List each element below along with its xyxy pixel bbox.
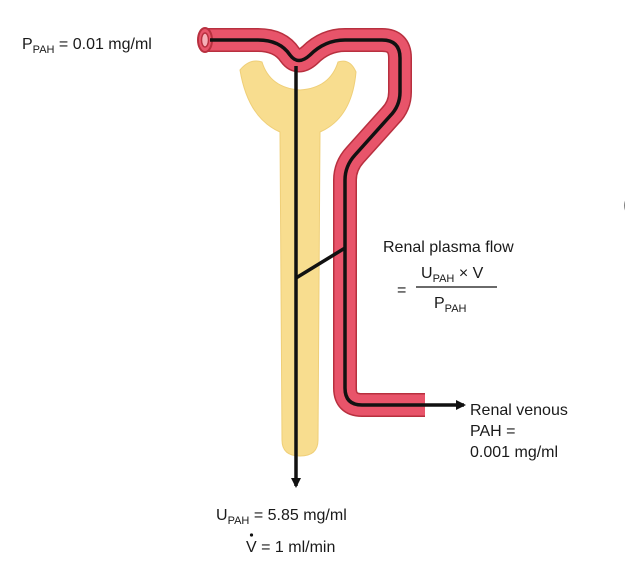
renal-venous-line2: PAH = [470, 423, 516, 440]
connector-line [295, 246, 346, 280]
vdot-dot [249, 533, 254, 537]
ppah-value: = 0.01 mg/ml [54, 36, 151, 53]
plasma-flow-line [210, 38, 466, 410]
ppah-label: PPAH = 0.01 mg/ml [22, 36, 152, 56]
upah-value: = 5.85 mg/ml [249, 507, 346, 524]
rpf-equals: = [397, 282, 406, 299]
rpf-denominator: PPAH [434, 295, 467, 315]
vdot-label: V = 1 ml/min [246, 539, 335, 556]
vdot-symbol: V [246, 539, 257, 556]
ppah-subscript: PAH [33, 44, 55, 56]
rpf-denominator-symbol: P [434, 295, 445, 312]
upah-label: UPAH = 5.85 mg/ml [216, 507, 347, 527]
ppah-symbol: P [22, 36, 33, 53]
renal-venous-line3: 0.001 mg/ml [470, 444, 558, 461]
vdot-value: = 1 ml/min [257, 539, 336, 556]
renal-plasma-flow-equation: Renal plasma flow = UPAH × V PPAH [383, 239, 514, 315]
rpf-numerator-rest: × V [454, 265, 483, 282]
rpf-numerator-symbol: U [421, 265, 433, 282]
flow-lines [210, 38, 466, 488]
rpf-numerator-subscript: PAH [433, 273, 455, 285]
rpf-numerator: UPAH × V [421, 265, 484, 285]
bowman-capsule [239, 60, 357, 457]
rpf-denominator-subscript: PAH [445, 303, 467, 315]
renal-venous-line1: Renal venous [470, 402, 568, 419]
upah-subscript: PAH [228, 515, 250, 527]
upah-symbol: U [216, 507, 228, 524]
renal-venous-label: Renal venous PAH = 0.001 mg/ml [470, 402, 568, 461]
rpf-title: Renal plasma flow [383, 239, 514, 256]
vessel-lumen [200, 32, 210, 48]
nephron-tubule [239, 60, 357, 457]
